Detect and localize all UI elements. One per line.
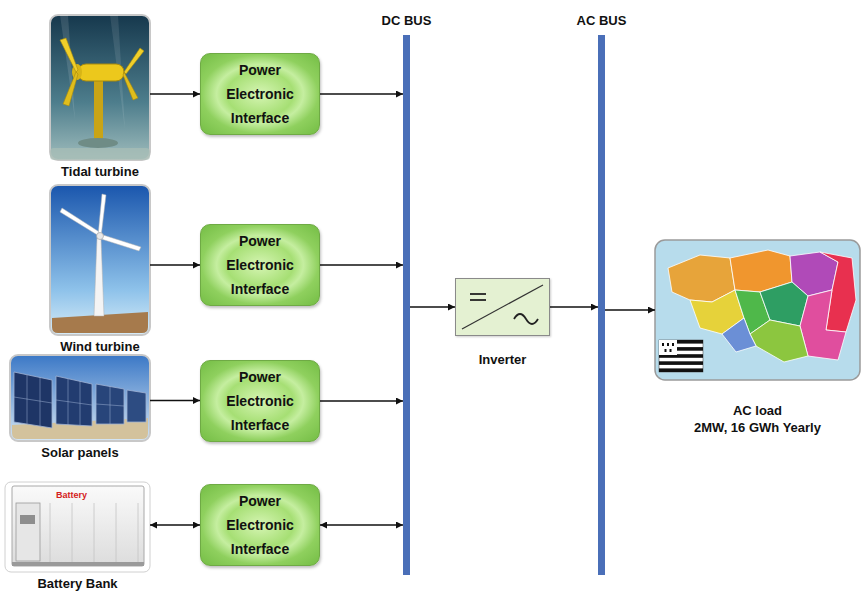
breton-flag bbox=[659, 340, 703, 372]
interface-label: Power Electronic Interface bbox=[218, 489, 302, 561]
interface-label: Power Electronic Interface bbox=[218, 58, 302, 130]
caption: Wind turbine bbox=[60, 338, 139, 355]
caption: Battery Bank bbox=[37, 575, 117, 592]
wind-turbine-node: Wind turbine bbox=[50, 185, 150, 335]
caption: AC load2MW, 16 GWh Yearly bbox=[694, 402, 821, 436]
interface-label: Power Electronic Interface bbox=[218, 229, 302, 301]
tidal-turbine-node: Tidal turbine bbox=[50, 15, 150, 160]
power-flow-arrow bbox=[320, 524, 403, 526]
power-flow-arrow bbox=[550, 306, 598, 308]
power-flow-arrow bbox=[150, 400, 200, 402]
power-flow-arrow bbox=[410, 306, 455, 308]
caption-text: Tidal turbine bbox=[61, 163, 139, 180]
interface-box: Power Electronic Interface bbox=[200, 484, 320, 566]
brittany-map-picture bbox=[655, 240, 860, 380]
caption-text: Battery Bank bbox=[37, 575, 117, 592]
interface-box: Power Electronic Interface bbox=[200, 53, 320, 135]
inverter-symbol bbox=[456, 279, 549, 335]
ac-load-node: AC load2MW, 16 GWh Yearly bbox=[655, 240, 860, 380]
caption-text: Wind turbine bbox=[60, 338, 139, 355]
caption: Solar panels bbox=[41, 444, 118, 461]
caption-text: 2MW, 16 GWh Yearly bbox=[694, 419, 821, 436]
solar-panels-picture bbox=[10, 355, 150, 441]
caption: AC BUS bbox=[577, 12, 627, 29]
ac-bus-bar: AC BUS bbox=[598, 35, 605, 575]
power-flow-arrow bbox=[150, 264, 200, 266]
inverter-box: Inverter bbox=[455, 278, 550, 336]
power-flow-arrow bbox=[605, 309, 655, 311]
solar-panels-node: Solar panels bbox=[10, 355, 150, 441]
tidal-turbine-picture bbox=[50, 15, 150, 160]
dc-bus-bar: DC BUS bbox=[403, 35, 410, 575]
interface-label: Power Electronic Interface bbox=[218, 365, 302, 437]
device-label: Battery bbox=[56, 490, 87, 500]
interface-box: Power Electronic Interface bbox=[200, 224, 320, 306]
caption-text: AC load bbox=[694, 402, 821, 419]
power-flow-arrow bbox=[320, 264, 403, 266]
caption-text: Inverter bbox=[479, 351, 527, 368]
power-flow-arrow bbox=[320, 93, 403, 95]
caption-text: Solar panels bbox=[41, 444, 118, 461]
interface-box: Power Electronic Interface bbox=[200, 360, 320, 442]
caption: DC BUS bbox=[382, 12, 432, 29]
power-flow-arrow bbox=[150, 524, 200, 526]
bus-label: AC BUS bbox=[577, 12, 627, 29]
bus-label: DC BUS bbox=[382, 12, 432, 29]
caption: Tidal turbine bbox=[61, 163, 139, 180]
power-flow-arrow bbox=[150, 93, 200, 95]
wind-turbine-picture bbox=[50, 185, 150, 335]
power-flow-arrow bbox=[320, 400, 403, 402]
battery-bank-picture bbox=[5, 482, 150, 572]
caption: Inverter bbox=[479, 351, 527, 368]
